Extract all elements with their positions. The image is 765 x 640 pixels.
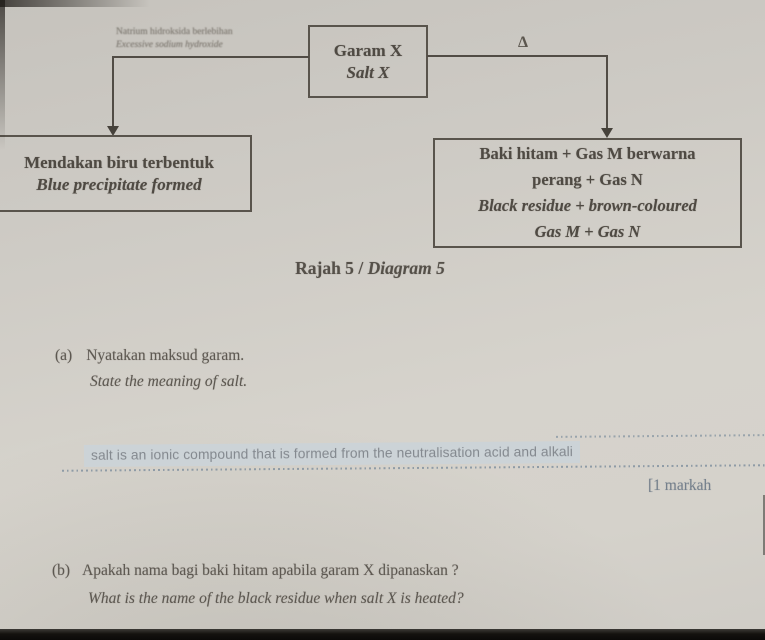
blue-precipitate-english: Blue precipitate formed xyxy=(36,174,202,194)
answer-text[interactable]: salt is an ionic compound that is formed… xyxy=(83,441,581,467)
photo-edge-shadow-right xyxy=(763,495,765,555)
question-a-malay-text: Nyatakan maksud garam. xyxy=(86,347,245,364)
arrow-down-icon-right xyxy=(601,128,613,138)
question-a-malay: (a) Nyatakan maksud garam. xyxy=(55,347,244,365)
arrow-down-icon-left xyxy=(107,126,119,136)
reagent-label-malay: Natrium hidroksida berlebihan xyxy=(116,27,233,37)
blue-precipitate-box: Mendakan biru terbentuk Blue precipitate… xyxy=(0,135,252,212)
photo-edge-shadow-left xyxy=(0,0,5,150)
question-a-number: (a) xyxy=(55,347,73,364)
answer-line[interactable]: salt is an ionic compound that is formed… xyxy=(83,441,581,467)
photo-edge-shadow-top xyxy=(0,0,150,7)
question-b-malay: (b) Apakah nama bagi baki hitam apabila g… xyxy=(52,562,459,580)
blue-precipitate-malay: Mendakan biru terbentuk xyxy=(24,152,214,172)
black-residue-line-4: Gas M + Gas N xyxy=(534,222,641,241)
salt-x-box: Garam X Salt X xyxy=(308,25,428,98)
black-residue-line-2: perang + Gas N xyxy=(532,170,643,189)
connector-line-left-vertical xyxy=(112,56,114,127)
connector-line-right-vertical xyxy=(606,55,608,129)
reagent-label: Natrium hidroksida berlebihan Excessive … xyxy=(116,26,233,52)
question-b-number: (b) xyxy=(52,562,71,579)
black-residue-line-1: Baki hitam + Gas M berwarna xyxy=(479,144,696,163)
answer-dotted-line-upper xyxy=(555,434,765,439)
question-a-english: State the meaning of salt. xyxy=(90,373,248,390)
heat-delta-icon: Δ xyxy=(518,34,529,51)
salt-x-english: Salt X xyxy=(346,62,390,82)
photo-bottom-edge xyxy=(0,629,765,640)
salt-x-malay: Garam X xyxy=(333,40,403,60)
caption-separator: / xyxy=(353,258,368,278)
marks-label: [1 markah xyxy=(648,477,712,494)
question-b-malay-text: Apakah nama bagi baki hitam apabila gara… xyxy=(82,562,459,579)
black-residue-box: Baki hitam + Gas M berwarna perang + Gas… xyxy=(433,138,742,248)
reagent-label-english: Excessive sodium hydroxide xyxy=(116,40,223,50)
connector-line-right-horizontal xyxy=(427,55,608,57)
diagram-caption: Rajah 5 / Diagram 5 xyxy=(250,258,490,279)
question-b-english: What is the name of the black residue wh… xyxy=(88,590,464,607)
caption-english: Diagram 5 xyxy=(367,258,445,278)
caption-malay: Rajah 5 xyxy=(295,258,354,278)
connector-line-left-horizontal xyxy=(112,56,309,58)
black-residue-line-3: Black residue + brown-coloured xyxy=(478,196,697,215)
